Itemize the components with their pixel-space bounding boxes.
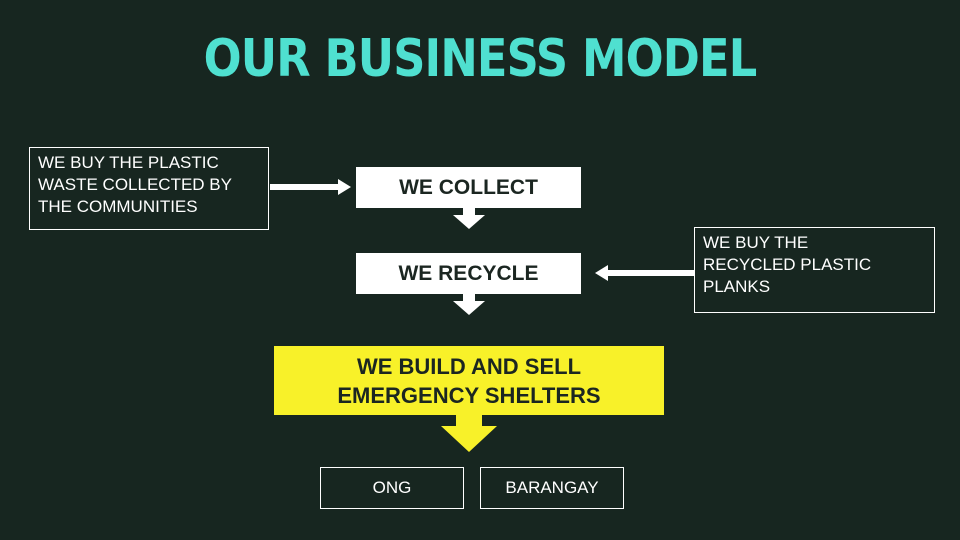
- build-line: EMERGENCY SHELTERS: [337, 383, 601, 408]
- note-line: RECYCLED PLASTIC: [703, 255, 872, 274]
- note-plank-buyer: WE BUY THE RECYCLED PLASTIC PLANKS: [694, 227, 935, 313]
- arrow-right-icon: [270, 179, 351, 195]
- note-community-waste: WE BUY THE PLASTIC WASTE COLLECTED BY TH…: [29, 147, 269, 230]
- note-line: WASTE COLLECTED BY: [38, 175, 232, 194]
- note-line: THE COMMUNITIES: [38, 197, 198, 216]
- step-build-and-sell: WE BUILD AND SELL EMERGENCY SHELTERS: [274, 346, 664, 415]
- outcome-ong: ONG: [320, 467, 464, 509]
- step-recycle: WE RECYCLE: [356, 253, 581, 294]
- arrow-down-icon: [453, 208, 485, 229]
- outcome-barangay: BARANGAY: [480, 467, 624, 509]
- build-line: WE BUILD AND SELL: [356, 354, 582, 379]
- slide-title: OUR BUSINESS MODEL: [203, 29, 758, 89]
- note-line: WE BUY THE PLASTIC: [38, 153, 219, 172]
- note-line: WE BUY THE: [703, 233, 809, 252]
- arrow-down-icon: [453, 294, 485, 315]
- arrow-left-icon: [595, 265, 694, 281]
- step-collect: WE COLLECT: [356, 167, 581, 208]
- note-line: PLANKS: [703, 277, 771, 296]
- arrow-down-icon: [441, 415, 497, 452]
